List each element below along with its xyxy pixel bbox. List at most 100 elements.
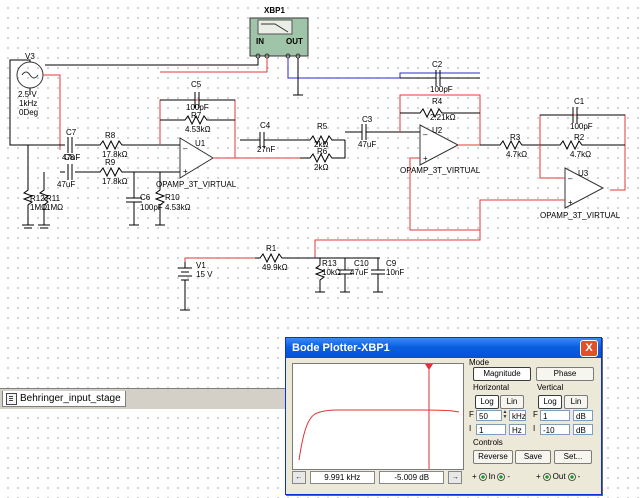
svg-text:27nF: 27nF [257,145,275,154]
svg-text:+: + [423,154,428,163]
svg-text:–: – [423,130,428,139]
svg-text:17.8kΩ: 17.8kΩ [102,177,128,186]
svg-text:R13: R13 [322,259,337,268]
svg-text:C3: C3 [362,115,373,124]
svg-text:4.7kΩ: 4.7kΩ [506,150,527,159]
svg-text:47uF: 47uF [57,180,75,189]
svg-text:47uF: 47uF [358,140,376,149]
svg-text:100pF: 100pF [570,122,593,131]
svg-text:100pF: 100pF [186,103,209,112]
spinner-arrows-icon[interactable]: ▲▼ [502,409,508,420]
svg-text:R7: R7 [191,111,202,120]
svg-text:C5: C5 [191,80,202,89]
sheet-tab-behringer[interactable]: Behringer_input_stage [2,391,126,407]
cursor-right-button[interactable]: → [448,471,462,484]
phase-button[interactable]: Phase [536,367,594,381]
svg-text:47uF: 47uF [350,268,368,277]
svg-text:2kΩ: 2kΩ [314,163,328,172]
bode-title-bar[interactable]: Bode Plotter-XBP1 X [286,338,601,358]
svg-text:C4: C4 [260,121,271,130]
svg-text:–: – [183,144,188,153]
in-plus-terminal[interactable] [478,472,487,481]
vertical-initial-input[interactable]: -10 [540,424,570,435]
svg-text:V1: V1 [196,261,206,270]
svg-text:R12: R12 [30,194,45,203]
svg-text:R6: R6 [317,147,328,156]
out-minus-terminal[interactable] [567,472,576,481]
frequency-readout: 9.991 kHz [309,471,375,484]
vertical-i-label: I [533,424,536,433]
mode-label: Mode [469,358,490,367]
set-button[interactable]: Set... [554,450,592,464]
vertical-f-label: F [533,410,538,419]
horizontal-label: Horizontal [473,383,510,392]
horizontal-log-button[interactable]: Log [475,395,499,409]
horizontal-initial-unit[interactable]: Hz [509,424,526,435]
svg-text:100pF: 100pF [430,85,453,94]
svg-text:C6: C6 [140,193,151,202]
in-minus-terminal[interactable] [497,472,506,481]
vertical-log-button[interactable]: Log [538,395,562,409]
source-v3[interactable]: V3 2.5 V 1kHz 0Deg [9,52,61,150]
svg-text:U3: U3 [578,169,589,178]
svg-text:2.5 V: 2.5 V [18,90,37,99]
horizontal-initial-input[interactable]: 1 [476,424,506,435]
bode-plotter-window[interactable]: Bode Plotter-XBP1 X ← 9.991 kHz -5.009 d… [285,337,602,495]
svg-text:1kHz: 1kHz [19,99,37,108]
svg-text:4.7kΩ: 4.7kΩ [570,150,591,159]
opamp-u1[interactable]: – + U1 OPAMP_3T_VIRTUAL [156,137,237,189]
svg-text:R5: R5 [317,122,328,131]
svg-text:17.8kΩ: 17.8kΩ [102,150,128,159]
svg-text:49.9kΩ: 49.9kΩ [262,263,288,272]
svg-text:4.53kΩ: 4.53kΩ [185,125,211,134]
svg-text:U2: U2 [432,126,443,135]
svg-text:R1: R1 [266,244,277,253]
svg-text:R3: R3 [510,133,521,142]
svg-text:C10: C10 [354,259,369,268]
svg-text:10nF: 10nF [386,268,404,277]
svg-text:R4: R4 [432,97,443,106]
svg-text:V3: V3 [25,52,35,61]
svg-text:1MΩ: 1MΩ [30,203,47,212]
vertical-initial-unit[interactable]: dB [573,424,593,435]
opamp-u2[interactable]: – + U2 OPAMP_3T_VIRTUAL [400,124,481,175]
svg-text:+: + [183,167,188,176]
vertical-final-input[interactable]: 1 [540,410,570,421]
svg-text:OPAMP_3T_VIRTUAL: OPAMP_3T_VIRTUAL [156,180,237,189]
bode-plot-area[interactable] [292,363,464,470]
svg-text:C7: C7 [66,128,77,137]
svg-text:–: – [568,174,573,183]
vertical-lin-button[interactable]: Lin [564,395,588,409]
cursor-left-button[interactable]: ← [292,471,306,484]
out-plus-terminal[interactable] [542,472,551,481]
close-button[interactable]: X [580,340,598,357]
opamp-u3[interactable]: – + U3 OPAMP_3T_VIRTUAL [540,167,621,220]
horizontal-lin-button[interactable]: Lin [500,395,524,409]
supply-v1[interactable]: V1 15 V [178,261,213,311]
magnitude-trace [298,409,460,461]
horizontal-final-input[interactable]: 50 [476,410,502,421]
svg-text:R11: R11 [46,194,61,203]
horizontal-i-label: I [469,424,472,433]
vertical-final-unit[interactable]: dB [573,410,593,421]
save-button[interactable]: Save [515,450,551,464]
magnitude-readout: -5.009 dB [379,471,445,484]
svg-text:R10: R10 [165,193,180,202]
sheet-icon [6,392,17,405]
instrument-in-label: IN [256,37,264,46]
controls-label: Controls [473,438,503,447]
out-ports: + Out - [536,472,581,481]
magnitude-button[interactable]: Magnitude [473,367,531,381]
cursor-marker-icon[interactable] [425,364,433,370]
reverse-button[interactable]: Reverse [473,450,513,464]
cursor-readout: ← 9.991 kHz -5.009 dB → [292,471,462,484]
horizontal-final-unit[interactable]: kHz [509,410,526,421]
bode-title: Bode Plotter-XBP1 [292,342,390,354]
horizontal-f-label: F [469,410,474,419]
svg-text:C2: C2 [432,60,443,69]
svg-text:OPAMP_3T_VIRTUAL: OPAMP_3T_VIRTUAL [400,166,481,175]
bode-plotter-instrument[interactable]: XBP1 IN OUT [249,6,309,59]
svg-text:R8: R8 [105,131,116,140]
